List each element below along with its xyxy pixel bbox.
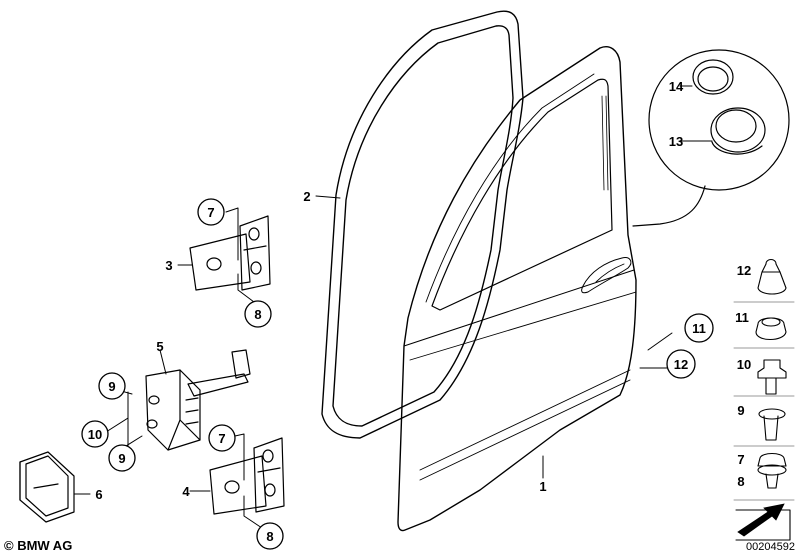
legend-12: 12 [737, 263, 751, 278]
part-number-text: 00204592 [746, 541, 795, 553]
arrow-icon [737, 503, 785, 537]
callout-9-upper: 9 [108, 379, 115, 394]
legend-9: 9 [737, 403, 744, 418]
leader-lines [73, 85, 713, 529]
legend-7: 7 [737, 452, 744, 467]
legend-separators [733, 301, 795, 501]
door-seal [321, 10, 524, 439]
housing-part-6 [19, 451, 75, 523]
callout-7-lower: 7 [218, 431, 225, 446]
legend-fastener-icons [735, 258, 791, 541]
callout-11: 11 [692, 321, 706, 336]
callout-9-lower: 9 [118, 451, 125, 466]
plug-detail-circle [632, 49, 790, 227]
legend-labels: 12 11 10 9 7 8 [735, 263, 751, 489]
hinge-upper [189, 215, 271, 291]
callout-labels: 1 2 3 4 5 6 7 8 7 8 9 10 9 11 12 13 14 [88, 79, 706, 544]
copyright-text: © BMW AG [4, 538, 73, 553]
legend-10: 10 [737, 357, 751, 372]
callout-7-upper: 7 [207, 205, 214, 220]
callout-6: 6 [95, 487, 102, 502]
door-check-strap [145, 349, 251, 451]
hinge-lower [209, 437, 285, 515]
callout-10: 10 [88, 427, 102, 442]
callout-8-lower: 8 [266, 529, 273, 544]
callout-13: 13 [669, 134, 683, 149]
door-shell [397, 46, 637, 532]
callout-2: 2 [303, 189, 310, 204]
callout-1: 1 [539, 479, 546, 494]
callout-5: 5 [156, 339, 163, 354]
legend-8: 8 [737, 474, 744, 489]
callout-circles [81, 198, 714, 550]
legend-11: 11 [735, 310, 749, 325]
callout-8-upper: 8 [254, 307, 261, 322]
callout-4: 4 [182, 484, 190, 499]
callout-12: 12 [674, 357, 688, 372]
callout-3: 3 [165, 258, 172, 273]
callout-14: 14 [669, 79, 684, 94]
